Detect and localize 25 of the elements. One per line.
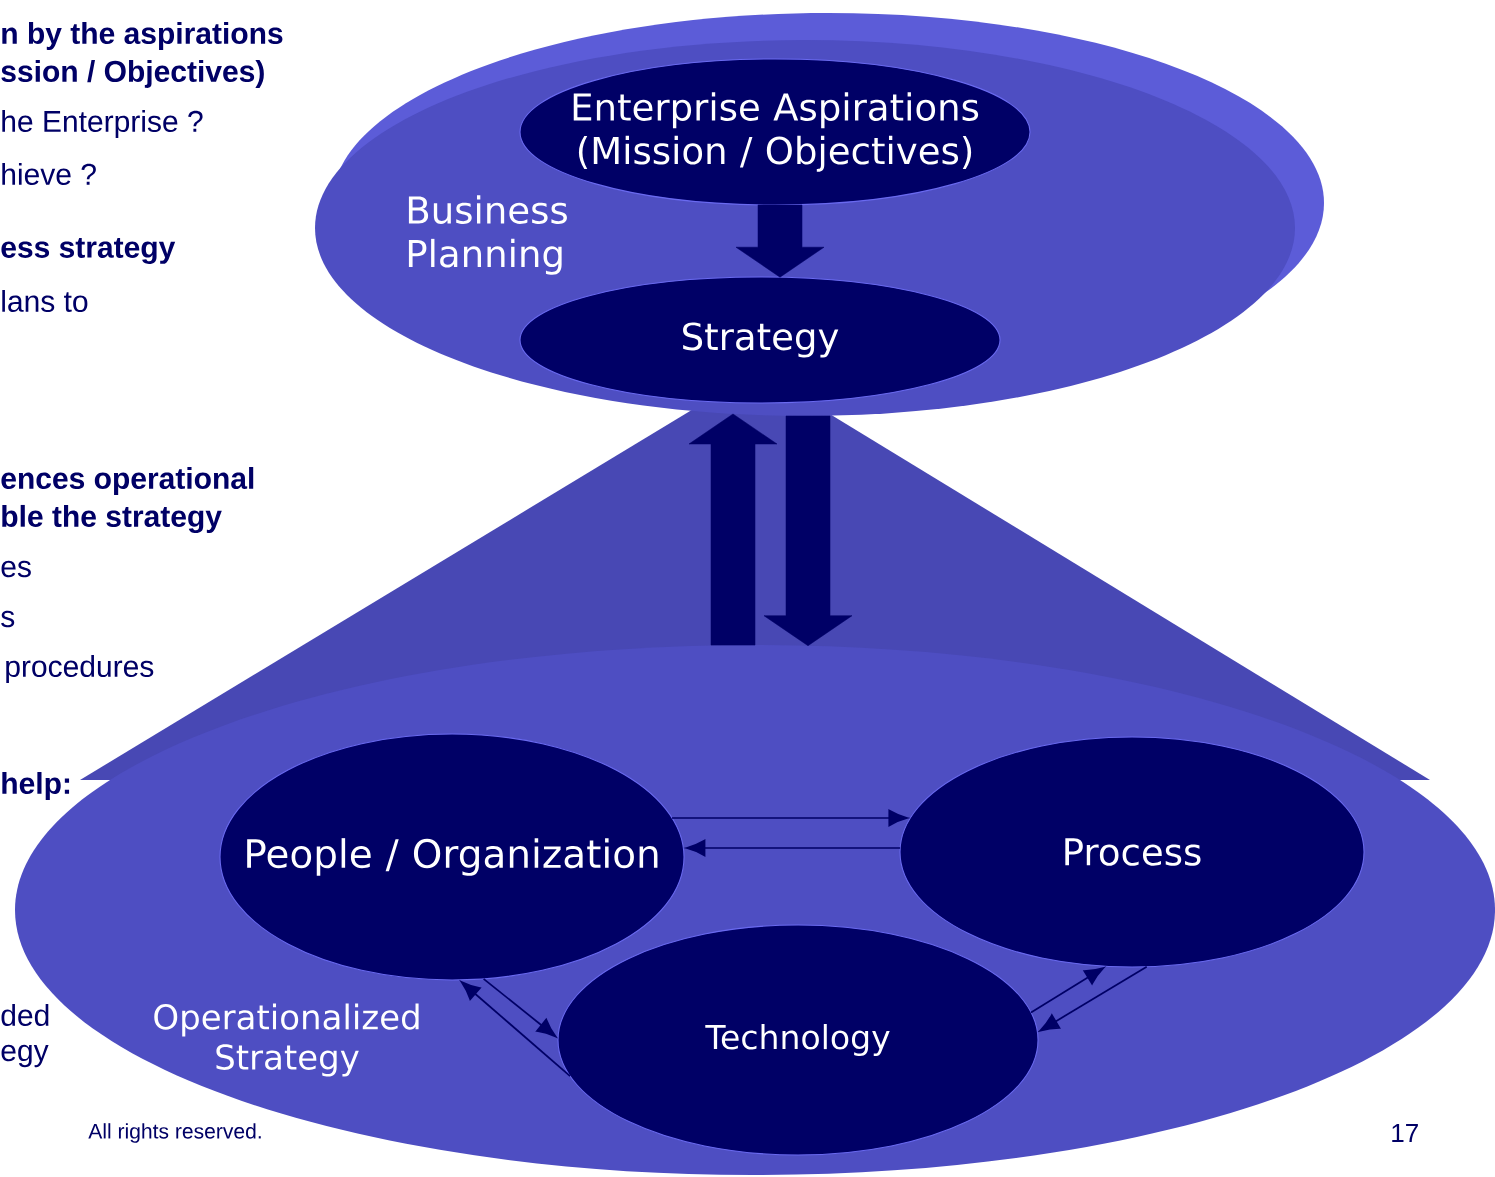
- block-arrow: [735, 204, 825, 278]
- arrow: [685, 839, 901, 857]
- heading-text: ences operational: [1, 467, 254, 495]
- block-arrow: [688, 413, 778, 646]
- bullet-text: es: [1, 560, 31, 578]
- heading-text: n by the aspirations: [2, 22, 283, 50]
- block-arrow: [763, 415, 853, 646]
- oval-node: Strategy: [519, 276, 1001, 404]
- page-number: 17: [1392, 1124, 1418, 1142]
- oval-node: Process: [899, 736, 1365, 968]
- oval-node: People / Organization: [219, 733, 685, 981]
- heading-text: ess strategy: [1, 238, 176, 264]
- copyright-note: All rights reserved.: [88, 1123, 261, 1143]
- arrow: [1039, 965, 1148, 1032]
- bullet-text: he Enterprise ?: [2, 110, 203, 138]
- arrow: [482, 978, 557, 1038]
- arrow: [460, 981, 571, 1077]
- bullet-text: s: [1, 610, 15, 628]
- heading-text: ssion / Objectives): [1, 60, 264, 88]
- heading-text: ble the strategy: [2, 504, 222, 534]
- arrow: [671, 809, 908, 827]
- bullet-text: lans to: [2, 289, 88, 312]
- arrow: [1030, 967, 1105, 1014]
- bullet-text: hieve ?: [2, 162, 96, 185]
- oval-node: Technology: [557, 924, 1039, 1156]
